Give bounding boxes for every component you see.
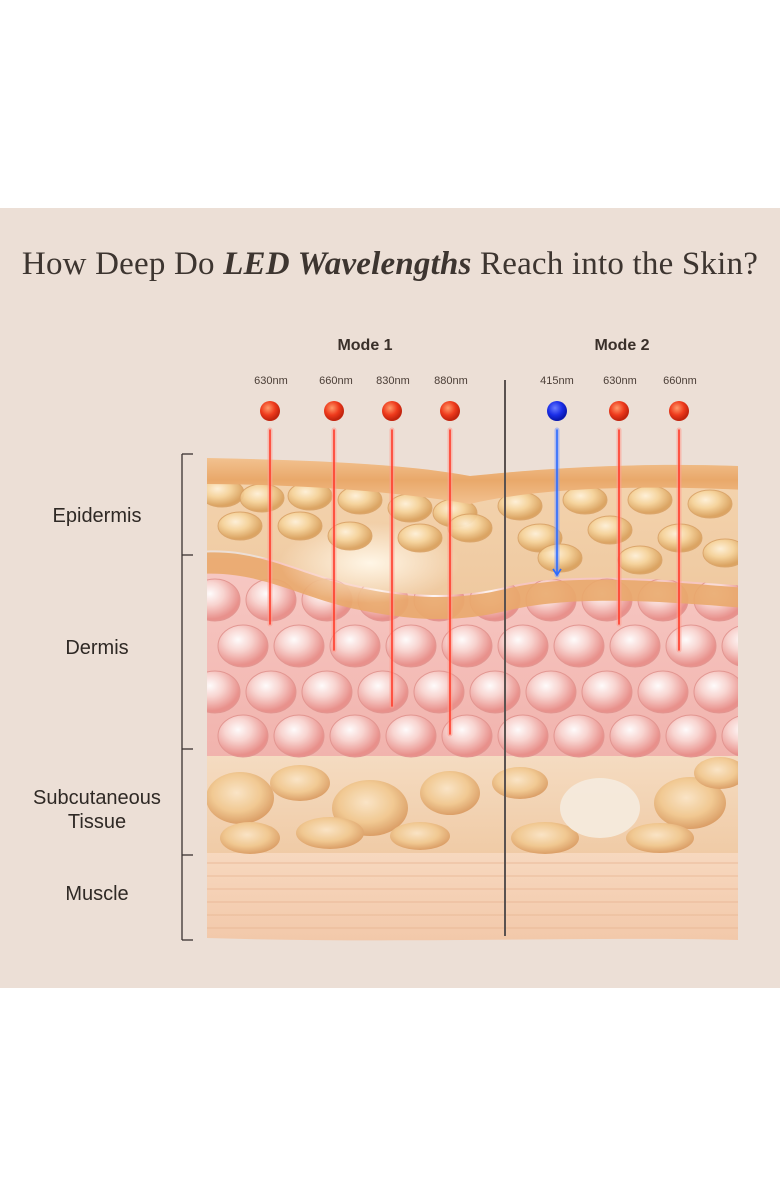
dermis-cell <box>329 714 381 758</box>
layer-label-dermis: Dermis <box>65 637 129 659</box>
red-led-dot <box>324 401 344 421</box>
epidermis-cell <box>277 511 323 541</box>
title-prefix: How Deep Do <box>21 246 224 282</box>
page-title: How Deep Do LED Wavelengths Reach into t… <box>0 246 780 283</box>
epidermis-cell <box>387 493 433 523</box>
light-beams <box>267 427 682 737</box>
tissue-block <box>207 458 738 941</box>
dermis-cell <box>721 714 738 758</box>
epidermis-cell <box>687 489 733 519</box>
dermis-cell <box>581 670 633 714</box>
led-dots <box>260 401 689 421</box>
epidermis-cell <box>397 523 443 553</box>
dermis-cell <box>217 714 269 758</box>
layer-label-muscle: Muscle <box>65 883 129 905</box>
dermis-cell <box>385 624 437 668</box>
dermis-cell <box>385 714 437 758</box>
epidermis-cell <box>239 483 285 513</box>
red-led-dot <box>609 401 629 421</box>
dermis-cell <box>413 670 465 714</box>
dermis-cell <box>207 670 241 714</box>
epidermis-cell <box>537 543 583 573</box>
wavelength-label: 830nm <box>376 375 410 387</box>
title-suffix: Reach into the Skin? <box>471 246 759 282</box>
wavelength-label: 630nm <box>254 375 288 387</box>
epidermis-cell <box>617 545 663 575</box>
dermis-cell <box>329 624 381 668</box>
dermis-cell <box>273 624 325 668</box>
layer-bracket <box>181 453 193 941</box>
dermis-cell <box>637 670 689 714</box>
dermis-cell <box>273 714 325 758</box>
red-led-dot <box>669 401 689 421</box>
dermis-cell <box>525 670 577 714</box>
wavelength-label: 880nm <box>434 375 468 387</box>
dermis-cell <box>497 714 549 758</box>
beam-arrow <box>552 568 562 577</box>
mode-2-label: Mode 2 <box>594 337 650 354</box>
mode-1-label: Mode 1 <box>337 337 393 354</box>
epidermis-cell <box>447 513 493 543</box>
layer-label-epidermis: Epidermis <box>52 505 142 527</box>
dermis-cell <box>553 624 605 668</box>
wavelength-label: 415nm <box>540 375 574 387</box>
dermis-cell <box>301 670 353 714</box>
epidermis-cell <box>702 538 738 568</box>
wavelength-label: 630nm <box>603 375 637 387</box>
layer-label-subcutaneous: Subcutaneous Tissue <box>33 787 161 833</box>
title-emphasis: LED Wavelengths <box>223 246 472 282</box>
dermis-cell <box>693 670 738 714</box>
dermis-cell <box>469 670 521 714</box>
epidermis-cell <box>217 511 263 541</box>
muscle-fibers <box>207 862 738 929</box>
blue-led-dot <box>547 401 567 421</box>
red-led-dot <box>382 401 402 421</box>
dermis-cell <box>665 624 717 668</box>
dermis-cell <box>553 714 605 758</box>
dermis-cell <box>441 714 493 758</box>
dermis-cell <box>609 624 661 668</box>
red-led-dot <box>440 401 460 421</box>
dermis-cell <box>665 714 717 758</box>
red-led-dot <box>260 401 280 421</box>
dermis-cell <box>245 670 297 714</box>
dermis-cell <box>497 624 549 668</box>
dermis-cell <box>721 624 738 668</box>
dermis-cell <box>441 624 493 668</box>
epidermis-cell <box>327 521 373 551</box>
infographic-panel: How Deep Do LED Wavelengths Reach into t… <box>0 208 780 988</box>
fat-cells <box>207 757 738 854</box>
dermis-cell <box>609 714 661 758</box>
dermis-cell <box>357 670 409 714</box>
dermis-cell <box>217 624 269 668</box>
epidermis-cell <box>587 515 633 545</box>
skin-diagram <box>181 380 738 941</box>
epidermis-cell <box>627 485 673 515</box>
dermis-cell <box>207 578 241 622</box>
wavelength-label: 660nm <box>319 375 353 387</box>
wavelength-label: 660nm <box>663 375 697 387</box>
